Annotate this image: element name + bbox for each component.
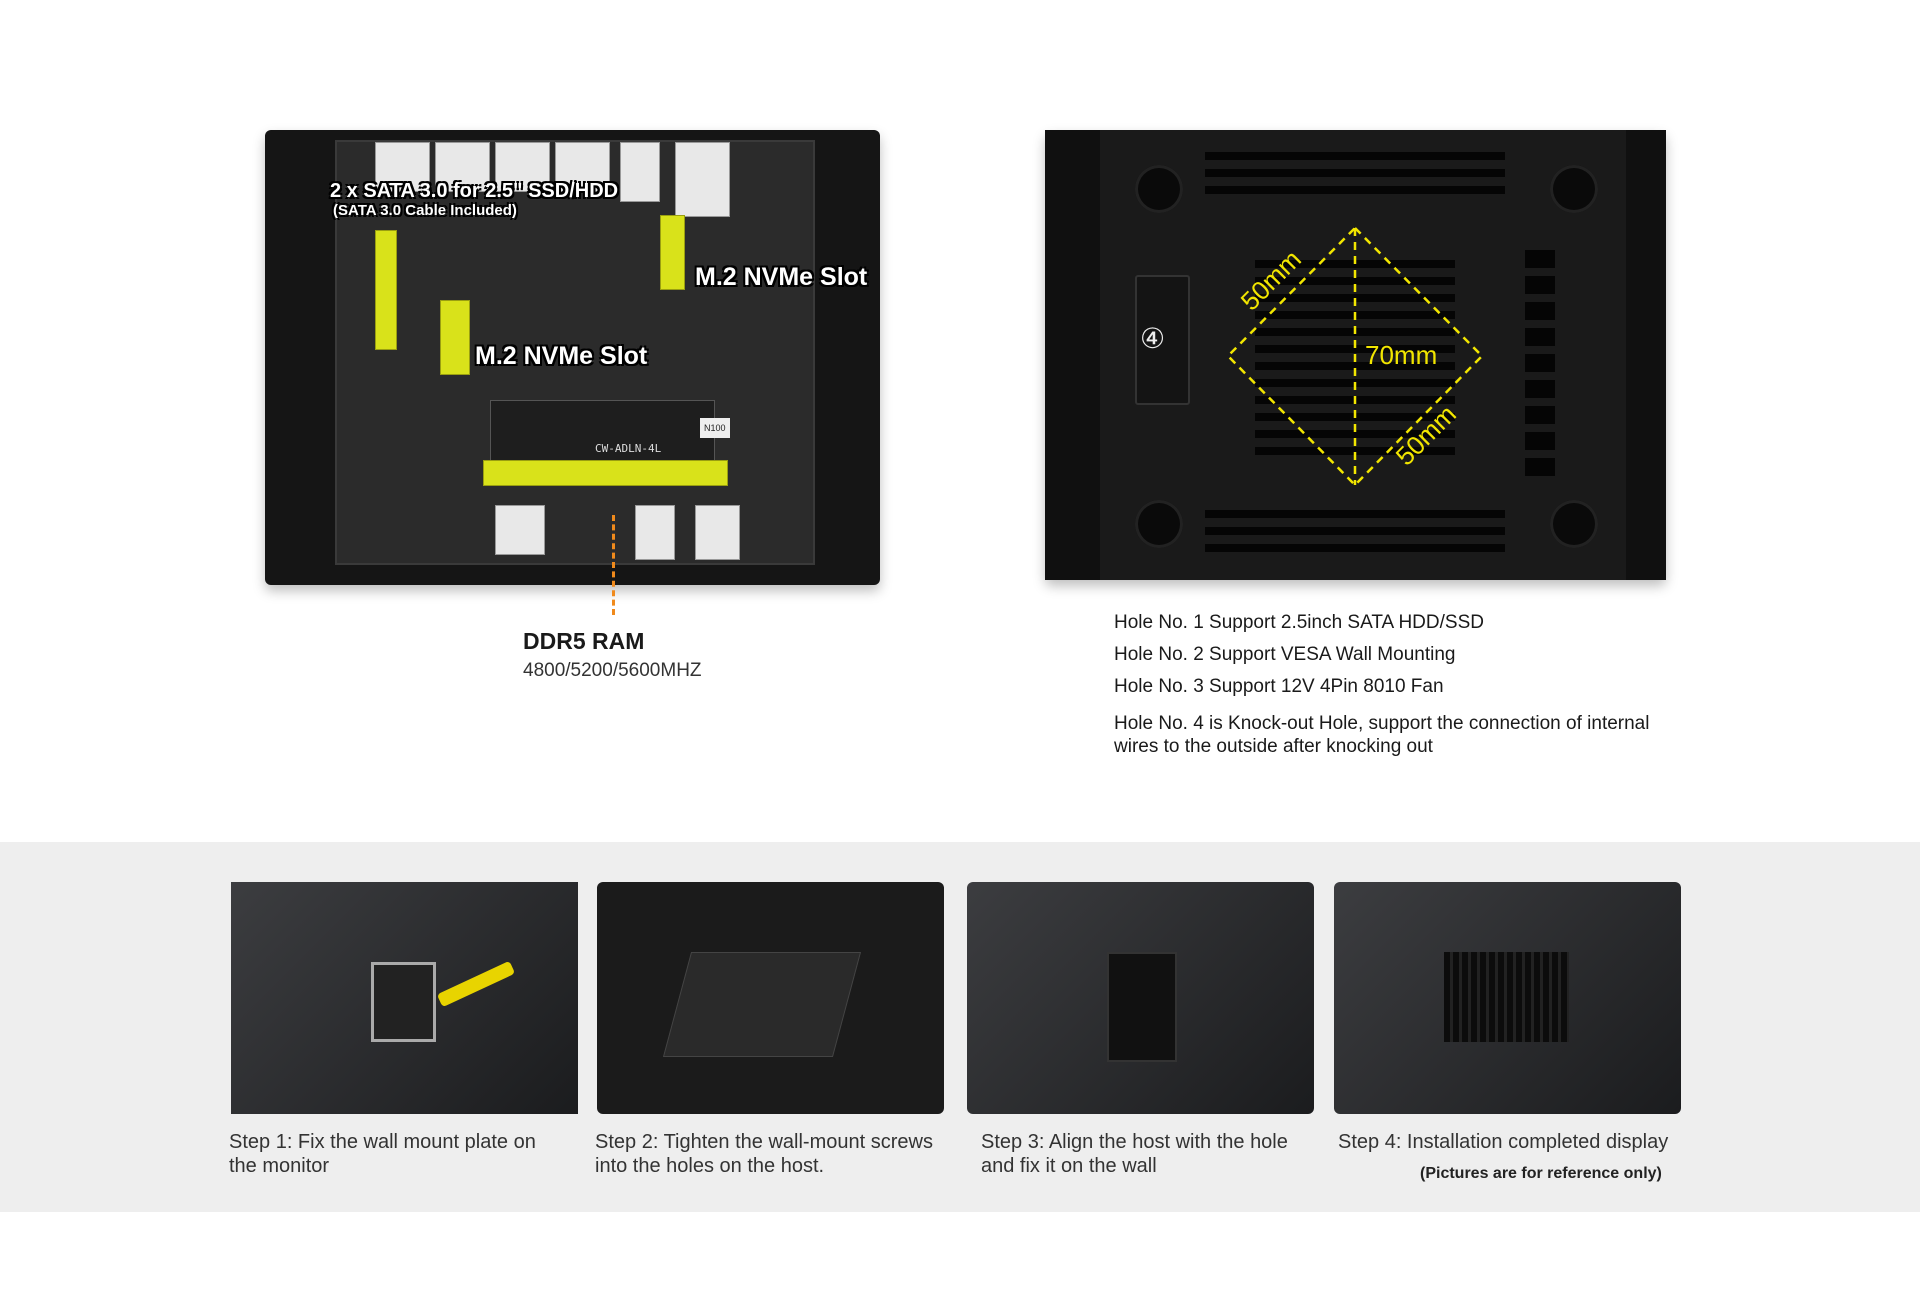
- mini-pc-mounted: [1107, 952, 1177, 1062]
- m2-slot-label-lower: M.2 NVMe Slot: [475, 342, 648, 370]
- hole-note-4: Hole No. 4 is Knock-out Hole, support th…: [1114, 713, 1650, 757]
- foot: [1550, 165, 1598, 213]
- io-port: [635, 505, 675, 560]
- lan-port: [375, 142, 430, 192]
- sata-sublabel: (SATA 3.0 Cable Included): [333, 202, 517, 219]
- step-3-photo: [967, 882, 1314, 1114]
- step-2-caption: Step 2: Tighten the wall-mount screws in…: [595, 1131, 933, 1178]
- lan-port: [495, 142, 550, 192]
- io-port: [695, 505, 740, 560]
- usb-port: [675, 142, 730, 217]
- mini-pc-installed: [1444, 952, 1569, 1042]
- hole-note-2: Hole No. 2 Support VESA Wall Mounting: [1114, 644, 1456, 665]
- wall-mount-plate: [371, 962, 436, 1042]
- cpu-label: N100: [700, 418, 730, 438]
- ram-guide-line: [612, 515, 615, 615]
- vent-top: [1205, 152, 1505, 202]
- sata-connector: [375, 230, 397, 350]
- vent-bottom: [1205, 510, 1505, 560]
- foot: [1550, 500, 1598, 548]
- step-4-caption: Step 4: Installation completed display: [1338, 1131, 1669, 1153]
- hole-4-marker: ④: [1140, 323, 1166, 354]
- disclaimer: (Pictures are for reference only): [1420, 1165, 1662, 1182]
- lan-port: [555, 142, 610, 192]
- step-1-photo: [231, 882, 578, 1114]
- m2-slot-label-upper: M.2 NVMe Slot: [695, 263, 868, 291]
- io-port: [495, 505, 545, 555]
- vesa-diagram: [1226, 226, 1484, 487]
- vent-side: [1525, 250, 1555, 480]
- mini-pc: [662, 952, 862, 1057]
- step-4-photo: [1334, 882, 1681, 1114]
- ram-title: DDR5 RAM: [523, 628, 645, 654]
- step-1-caption: Step 1: Fix the wall mount plate on the …: [229, 1131, 536, 1178]
- vesa-square: [1226, 226, 1484, 487]
- foot: [1135, 500, 1183, 548]
- usb-port: [620, 142, 660, 202]
- mini-pc-bottom-view: ④ 50mm 70mm 50mm: [1045, 130, 1666, 580]
- lan-port: [435, 142, 490, 192]
- screwdriver: [436, 960, 516, 1008]
- motherboard: [335, 140, 815, 565]
- sata-label: 2 x SATA 3.0 for 2.5" SSD/HDD: [330, 180, 619, 202]
- chassis-edge-right: [1626, 130, 1666, 580]
- board-model: CW-ADLN-4L: [595, 442, 662, 455]
- foot: [1135, 165, 1183, 213]
- m2-slot-upper: [660, 215, 685, 290]
- chassis-edge-left: [1045, 130, 1100, 580]
- hole-note-3: Hole No. 3 Support 12V 4Pin 8010 Fan: [1114, 676, 1444, 697]
- dim-70mm: 70mm: [1365, 340, 1438, 370]
- step-3-caption: Step 3: Align the host with the hole and…: [981, 1131, 1288, 1178]
- mini-pc-top-view: CW-ADLN-4L N100: [265, 130, 880, 585]
- m2-slot-lower: [440, 300, 470, 375]
- step-2-photo: [597, 882, 944, 1114]
- hole-note-1: Hole No. 1 Support 2.5inch SATA HDD/SSD: [1114, 612, 1484, 633]
- ram-speeds: 4800/5200/5600MHZ: [523, 660, 702, 681]
- ram-slot: [483, 460, 728, 486]
- knockout-hole: [1135, 275, 1190, 405]
